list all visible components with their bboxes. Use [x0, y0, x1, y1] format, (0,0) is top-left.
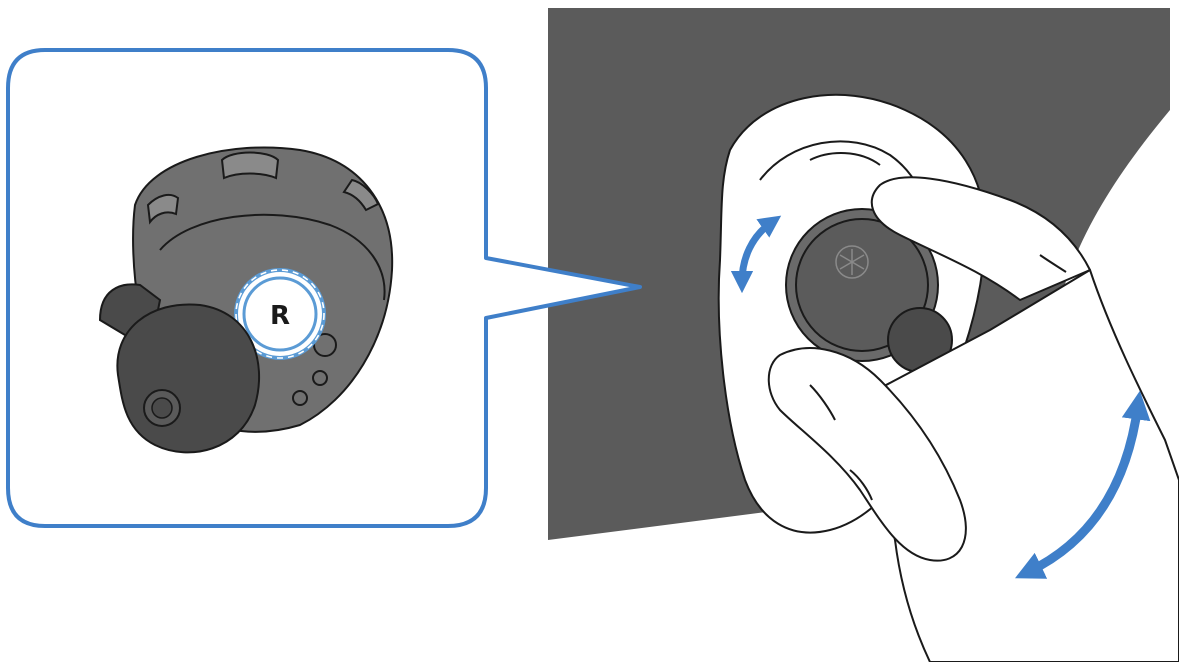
side-label-r: R — [270, 301, 290, 331]
